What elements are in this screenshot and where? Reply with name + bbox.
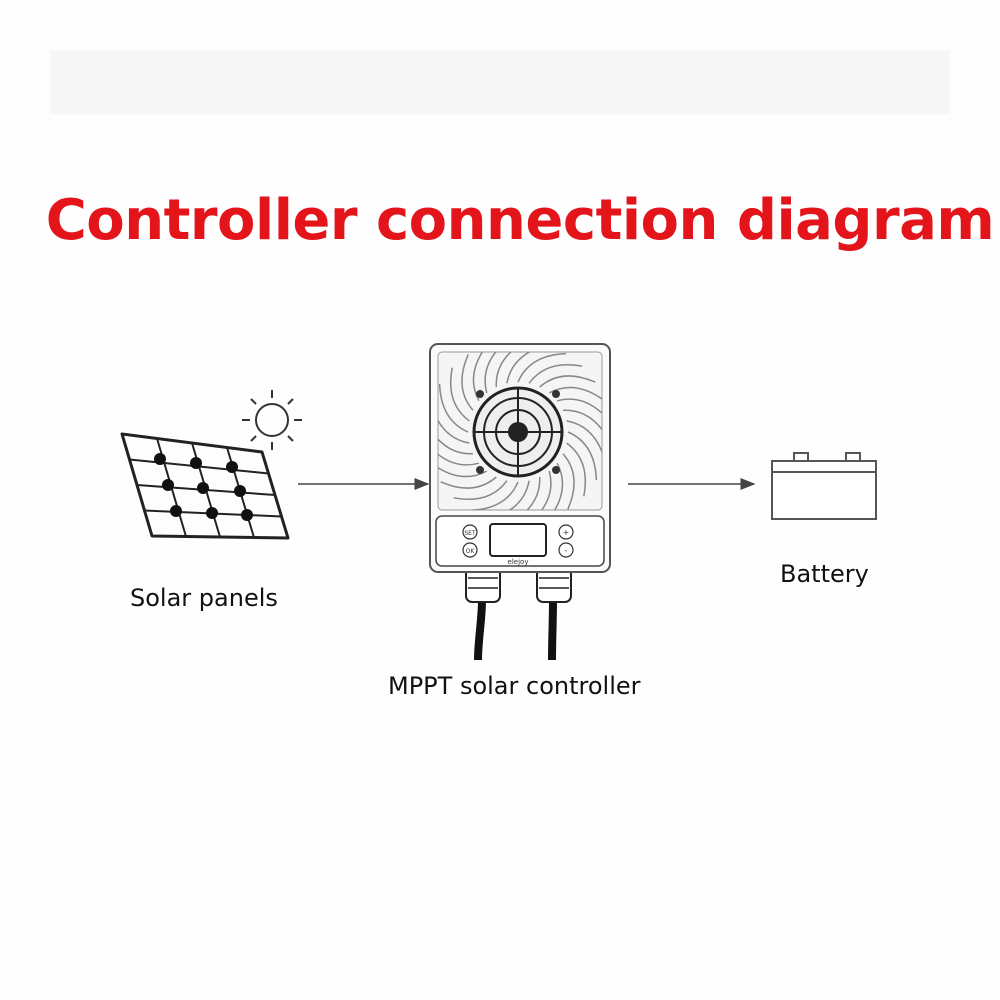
heatsink-fin: [438, 383, 469, 433]
btn-ok-label: OK: [466, 548, 476, 555]
heatsink-fin: [556, 398, 602, 415]
heatsink-fin: [567, 431, 598, 481]
top-band: [50, 50, 950, 114]
controller-label: MPPT solar controller: [388, 672, 641, 700]
heatsink-fin: [461, 354, 474, 411]
heatsink-fin: [562, 453, 575, 510]
heatsink-fin: [566, 420, 602, 454]
btn-minus-label: -: [565, 546, 568, 555]
heatsink-fin: [539, 375, 596, 388]
heatsink-fin: [528, 363, 583, 384]
heatsink-fin: [540, 470, 552, 510]
heatsink-fin: [469, 481, 519, 510]
battery-icon: [771, 452, 877, 520]
solar-panels-label: Solar panels: [130, 584, 278, 612]
sun-icon: [242, 390, 302, 450]
solar-panel-icon: [120, 432, 290, 540]
heatsink-fin: [453, 480, 508, 501]
btn-set-label: SET: [464, 530, 476, 537]
heatsink-fin: [440, 476, 497, 489]
heatsink-fin: [566, 442, 587, 497]
heatsink-fin: [526, 476, 541, 510]
heatsink-fin: [438, 453, 480, 466]
mppt-controller-icon: SET OK + - elejoy: [429, 343, 611, 661]
heatsink-fin: [438, 437, 474, 455]
fan-icon: [472, 386, 564, 478]
btn-plus-label: +: [563, 528, 570, 537]
heatsink-fin: [517, 352, 567, 383]
diagram-title: Controller connection diagram: [45, 188, 995, 253]
heatsink-fin: [562, 409, 602, 431]
heatsink-fin: [506, 352, 532, 384]
heatsink-fin: [508, 480, 530, 510]
brand-label: elejoy: [508, 558, 529, 566]
heatsink-fin: [438, 418, 470, 444]
battery-label: Battery: [780, 560, 869, 588]
heatsink-fin: [495, 352, 513, 388]
heatsink-fin: [449, 367, 470, 422]
heatsink-fin: [484, 352, 497, 394]
